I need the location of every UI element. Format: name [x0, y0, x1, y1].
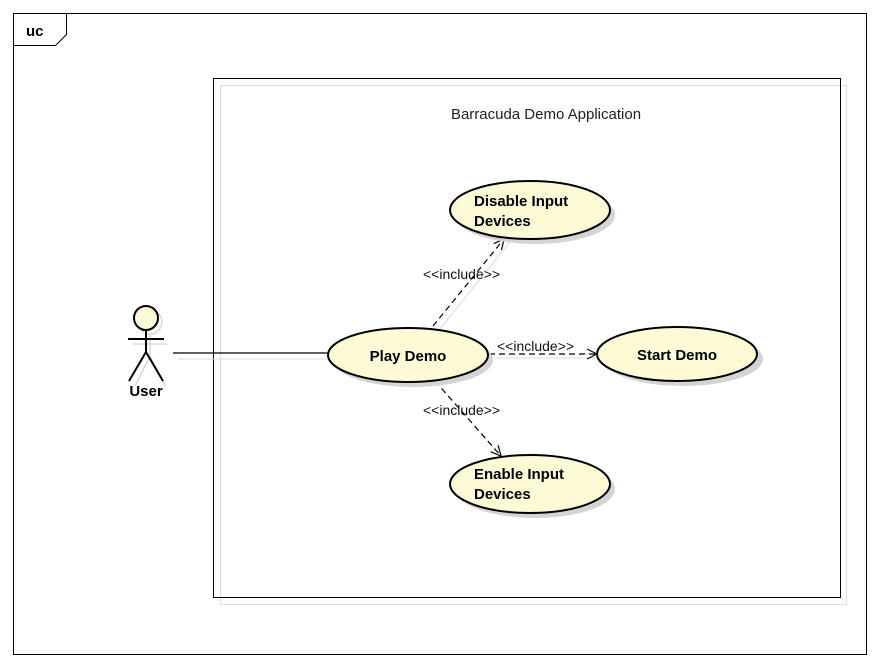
- use-case-label: Start Demo: [637, 347, 717, 364]
- include-label-disable: <<include>>: [423, 266, 500, 282]
- include-label-start: <<include>>: [497, 338, 574, 354]
- use-case-ellipse: [449, 180, 611, 240]
- diagram-frame: [13, 13, 867, 655]
- use-case-label-line2: Devices: [474, 213, 531, 230]
- use-case-label: Play Demo: [370, 348, 447, 365]
- include-play-to-disable[interactable]: [432, 239, 504, 327]
- use-case-start-demo[interactable]: Start Demo: [596, 326, 763, 386]
- use-case-label-line1: Disable Input: [474, 193, 568, 210]
- use-case-ellipse: [596, 326, 758, 382]
- use-case-disable-input-devices[interactable]: Disable Input Devices: [449, 180, 615, 244]
- system-boundary[interactable]: [213, 78, 841, 598]
- use-case-ellipse: [327, 327, 489, 383]
- frame-label-tab: [13, 13, 67, 46]
- actor-head: [133, 305, 159, 331]
- use-case-label-line2: Devices: [474, 486, 531, 503]
- use-case-ellipse: [449, 454, 611, 514]
- use-case-label-line1: Enable Input: [474, 466, 564, 483]
- include-label-enable: <<include>>: [423, 402, 500, 418]
- actor-user[interactable]: User: [128, 305, 167, 400]
- frame-label: uc: [26, 23, 44, 40]
- system-boundary-shadow: [220, 85, 847, 605]
- use-case-play-demo[interactable]: Play Demo: [327, 327, 493, 387]
- include-disable-shadow: [438, 241, 511, 331]
- use-case-enable-input-devices[interactable]: Enable Input Devices: [449, 454, 615, 518]
- actor-name: User: [129, 383, 163, 400]
- system-title: Barracuda Demo Application: [451, 106, 641, 123]
- include-play-to-enable[interactable]: [434, 380, 501, 456]
- actor-body: [128, 330, 164, 382]
